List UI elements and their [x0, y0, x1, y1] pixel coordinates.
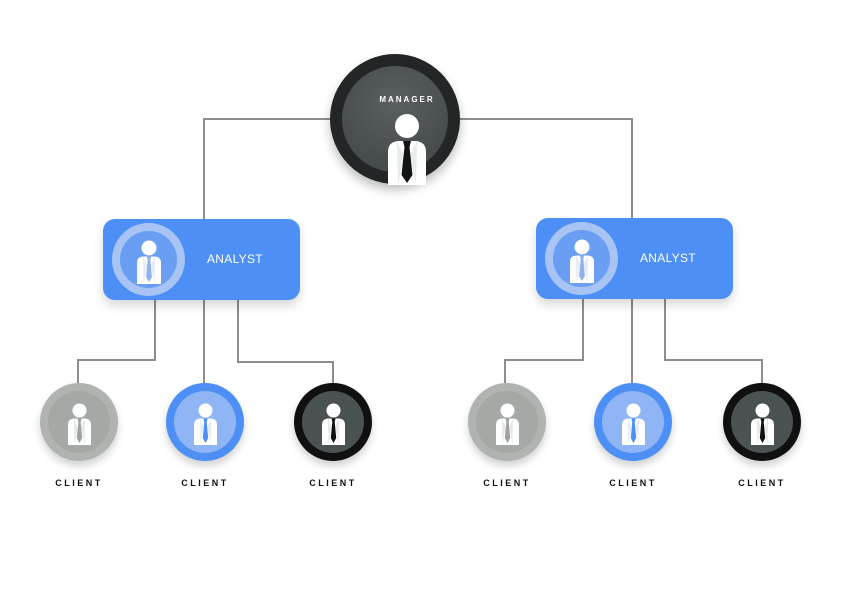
- client-label: CLIENT: [609, 478, 657, 488]
- manager-node: MANAGER: [330, 54, 460, 185]
- client-node-3: [294, 383, 372, 461]
- client-avatar: [174, 391, 236, 453]
- client-avatar: [476, 391, 538, 453]
- connector-manager-left-analyst: [203, 118, 330, 219]
- client-avatar: [302, 391, 364, 453]
- person-icon: [193, 403, 218, 446]
- connector-left-analyst-client-3: [237, 300, 334, 383]
- analyst-avatar: [112, 223, 185, 296]
- connector-manager-right-analyst: [460, 118, 633, 218]
- client-node-6: [723, 383, 801, 461]
- client-label: CLIENT: [55, 478, 103, 488]
- person-icon: [621, 403, 646, 446]
- analyst-avatar: [545, 222, 618, 295]
- client-avatar: [48, 391, 110, 453]
- analyst-node-right: ANALYST: [536, 218, 733, 299]
- person-icon: [67, 403, 92, 446]
- client-node-5: [594, 383, 672, 461]
- client-label: CLIENT: [181, 478, 229, 488]
- client-node-4: [468, 383, 546, 461]
- connector-left-analyst-client-1: [77, 300, 156, 383]
- person-icon: [569, 239, 595, 284]
- client-label: CLIENT: [738, 478, 786, 488]
- person-icon: [495, 403, 520, 446]
- manager-label: MANAGER: [379, 95, 435, 104]
- manager-avatar: MANAGER: [342, 66, 448, 185]
- analyst-label: ANALYST: [640, 251, 696, 265]
- analyst-node-left: ANALYST: [103, 219, 300, 300]
- person-icon: [385, 113, 429, 187]
- analyst-label: ANALYST: [207, 252, 263, 266]
- client-avatar: [602, 391, 664, 453]
- connector-right-analyst-client-6: [664, 299, 763, 383]
- client-node-2: [166, 383, 244, 461]
- person-icon: [750, 403, 775, 446]
- client-label: CLIENT: [309, 478, 357, 488]
- connector-right-analyst-client-4: [504, 299, 584, 383]
- client-avatar: [731, 391, 793, 453]
- person-icon: [321, 403, 346, 446]
- client-label: CLIENT: [483, 478, 531, 488]
- person-icon: [136, 240, 162, 285]
- client-node-1: [40, 383, 118, 461]
